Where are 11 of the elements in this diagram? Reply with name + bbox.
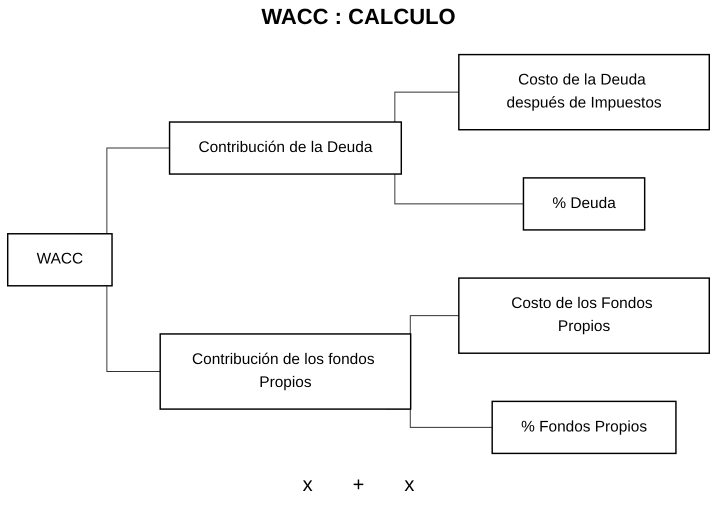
diagram-title: WACC : CALCULO: [260, 4, 457, 30]
node-box: Costo de los Fondos Propios: [458, 277, 710, 354]
operator-sign: x: [404, 474, 414, 497]
operator-sign: +: [352, 474, 364, 497]
node-box: % Deuda: [522, 177, 646, 231]
node-box: Costo de la Deuda después de Impuestos: [458, 54, 710, 130]
node-box: % Fondos Propios: [491, 400, 677, 454]
operator-sign: x: [302, 474, 313, 497]
node-box: Contribución de los fondos Propios: [159, 333, 412, 410]
node-box: WACC: [6, 233, 113, 287]
node-box: Contribución de la Deuda: [168, 121, 402, 175]
